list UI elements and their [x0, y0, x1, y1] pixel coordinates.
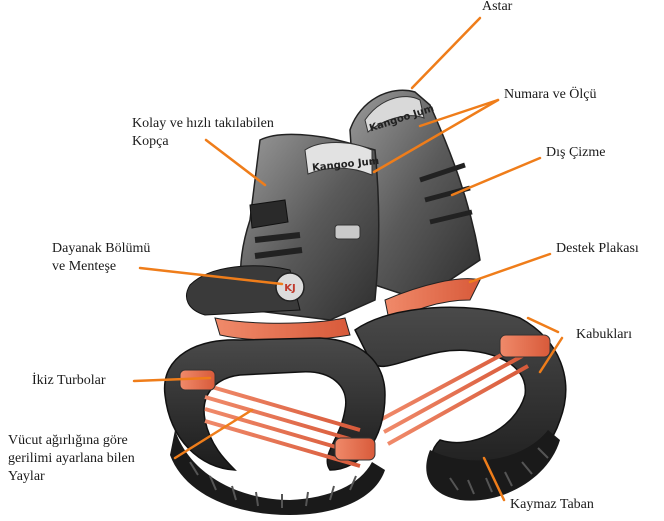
pointer-astar	[412, 18, 480, 88]
front-support-plate	[215, 318, 350, 340]
label-dis-cizme: Dış Çizme	[546, 144, 606, 162]
label-kopca: Kolay ve hızlı takılabilen Kopça	[132, 115, 274, 151]
front-boot: Kangoo Jum KJ	[165, 134, 385, 515]
label-numara-ve-olcu: Numara ve Ölçü	[504, 86, 597, 104]
label-destek-plakasi: Destek Plakası	[556, 240, 639, 258]
front-turbo-cap-right	[335, 438, 375, 460]
hinge-badge-text: KJ	[284, 283, 295, 294]
pointer-dis-cizme	[452, 158, 540, 195]
back-turbo-cap	[500, 335, 550, 357]
back-boot: Kangoo Jum	[350, 90, 566, 500]
pointer-destek	[470, 254, 550, 282]
label-ikiz-turbolar: İkiz Turbolar	[32, 372, 106, 390]
label-kaymaz-taban: Kaymaz Taban	[510, 496, 594, 514]
label-yaylar: Vücut ağırlığına göre gerilimi ayarlana …	[8, 432, 135, 486]
label-astar: Astar	[482, 0, 512, 16]
label-kabuklari: Kabukları	[576, 326, 632, 344]
label-dayanak: Dayanak Bölümü ve Menteşe	[52, 240, 150, 276]
